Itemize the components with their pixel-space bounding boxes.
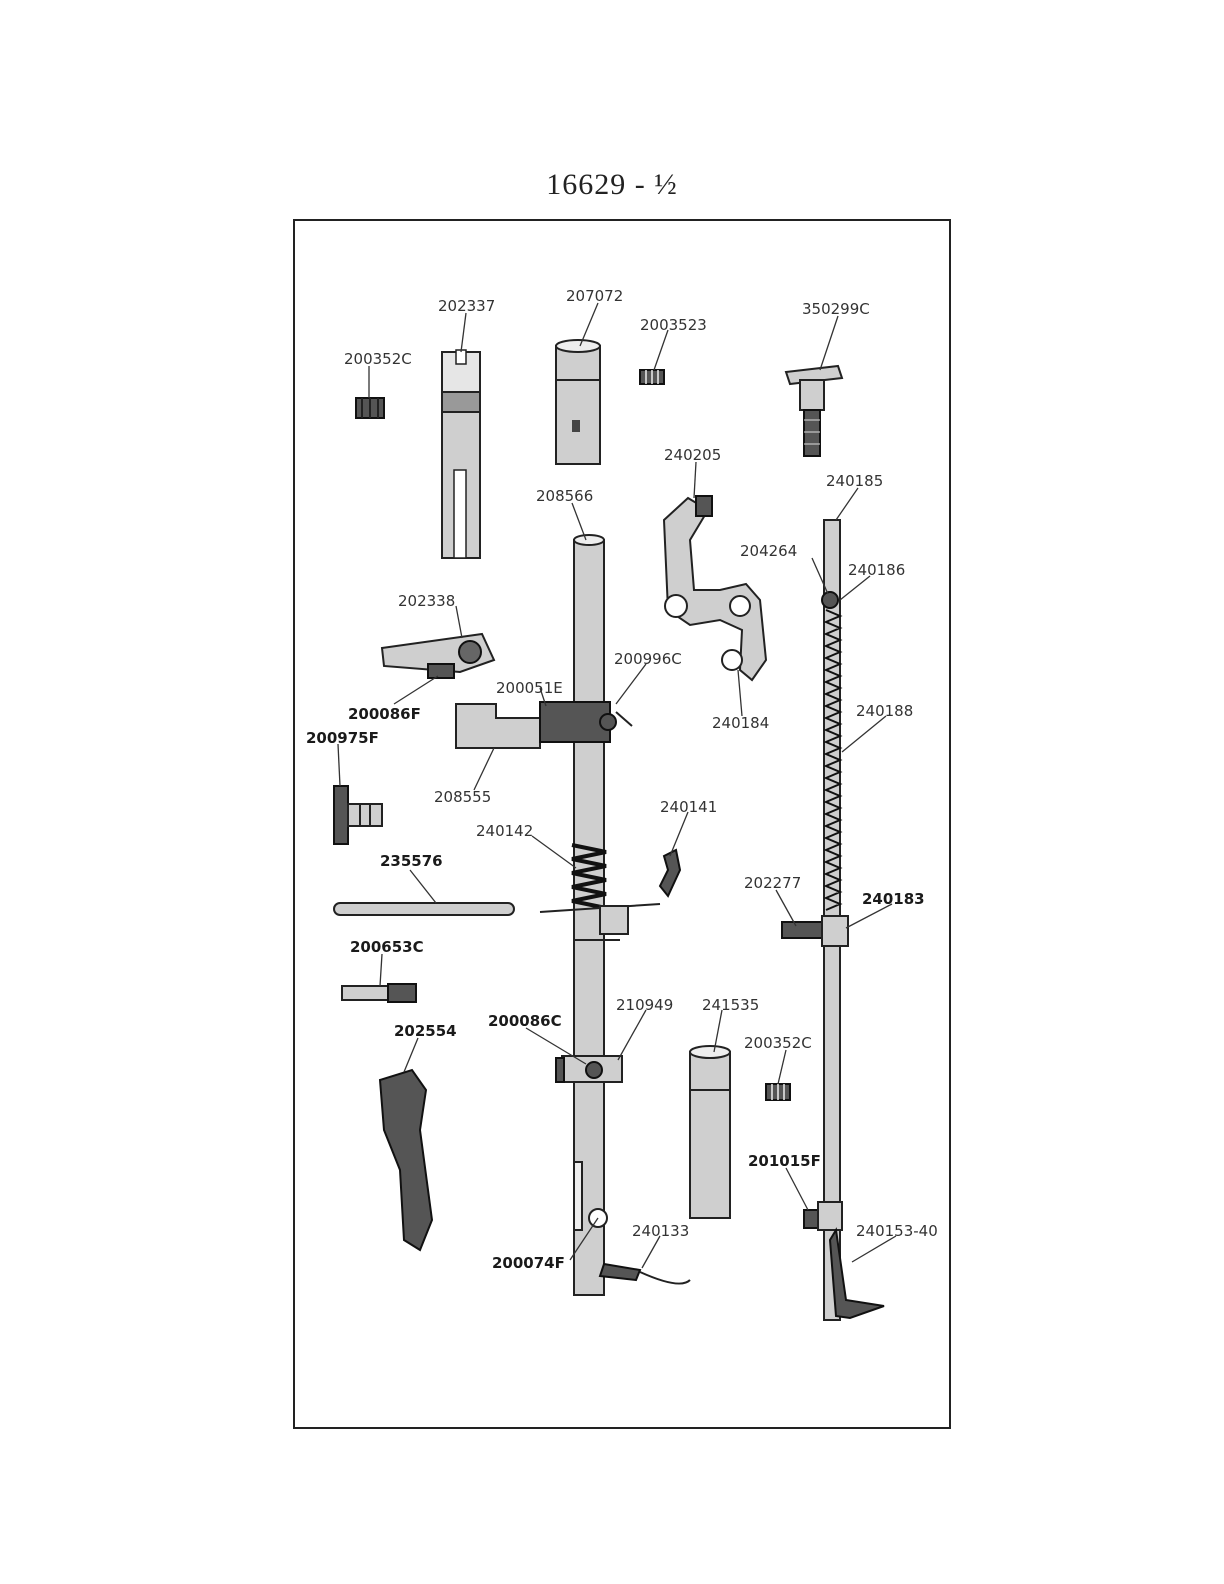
label-202277: 202277 (744, 874, 801, 892)
label-200352c-bottom: 200352C (744, 1034, 812, 1052)
label-208555: 208555 (434, 788, 491, 806)
crank-240205 (662, 495, 768, 682)
label-200051e: 200051E (496, 679, 563, 697)
set-screw-200352c-top (355, 397, 385, 419)
label-200074f: 200074F (492, 1254, 565, 1272)
label-240188: 240188 (856, 702, 913, 720)
presser-bracket-208555 (455, 701, 633, 749)
pin-235576 (333, 902, 515, 916)
bracket-240153-40 (803, 1201, 885, 1320)
screw-2003523 (639, 369, 665, 385)
set-screw-200352c-bottom (765, 1083, 791, 1101)
label-240186: 240186 (848, 561, 905, 579)
thumb-screw-350299c (784, 364, 844, 457)
label-240185: 240185 (826, 472, 883, 490)
label-235576: 235576 (380, 852, 443, 870)
label-201015f: 201015F (748, 1152, 821, 1170)
label-241535: 241535 (702, 996, 759, 1014)
sleeve-241535 (689, 1045, 731, 1219)
label-240142: 240142 (476, 822, 533, 840)
sleeve-207072 (555, 339, 601, 465)
clamp-210949 (555, 1055, 623, 1083)
label-200975f: 200975F (306, 729, 379, 747)
guide-bracket (539, 903, 661, 941)
label-200996c: 200996C (614, 650, 682, 668)
arm-202338 (380, 632, 496, 679)
label-200653c: 200653C (350, 938, 424, 956)
spring-240142 (571, 843, 607, 910)
label-200086c: 200086C (488, 1012, 562, 1030)
label-208566: 208566 (536, 487, 593, 505)
label-240141: 240141 (660, 798, 717, 816)
label-240205: 240205 (664, 446, 721, 464)
label-200086f: 200086F (348, 705, 421, 723)
label-204264: 204264 (740, 542, 797, 560)
clip-240141 (658, 848, 682, 898)
label-202554: 202554 (394, 1022, 457, 1040)
label-240153-40: 240153-40 (856, 1222, 938, 1240)
label-210949: 210949 (616, 996, 673, 1014)
label-350299c: 350299C (802, 300, 870, 318)
label-202337: 202337 (438, 297, 495, 315)
label-202338: 202338 (398, 592, 455, 610)
foot-240133 (573, 1161, 691, 1285)
diagram-frame (293, 219, 951, 1429)
collar-240183 (781, 915, 849, 947)
page-title: 16629 - ½ (546, 168, 678, 201)
label-240184: 240184 (712, 714, 769, 732)
lever-202554 (378, 1068, 434, 1252)
label-240133: 240133 (632, 1222, 689, 1240)
slotted-tube-202337 (441, 349, 481, 559)
label-2003523: 2003523 (640, 316, 707, 334)
label-207072: 207072 (566, 287, 623, 305)
label-200352c-top: 200352C (344, 350, 412, 368)
stud-200653c (341, 983, 417, 1003)
label-240183: 240183 (862, 890, 925, 908)
screw-200975f (333, 785, 383, 845)
